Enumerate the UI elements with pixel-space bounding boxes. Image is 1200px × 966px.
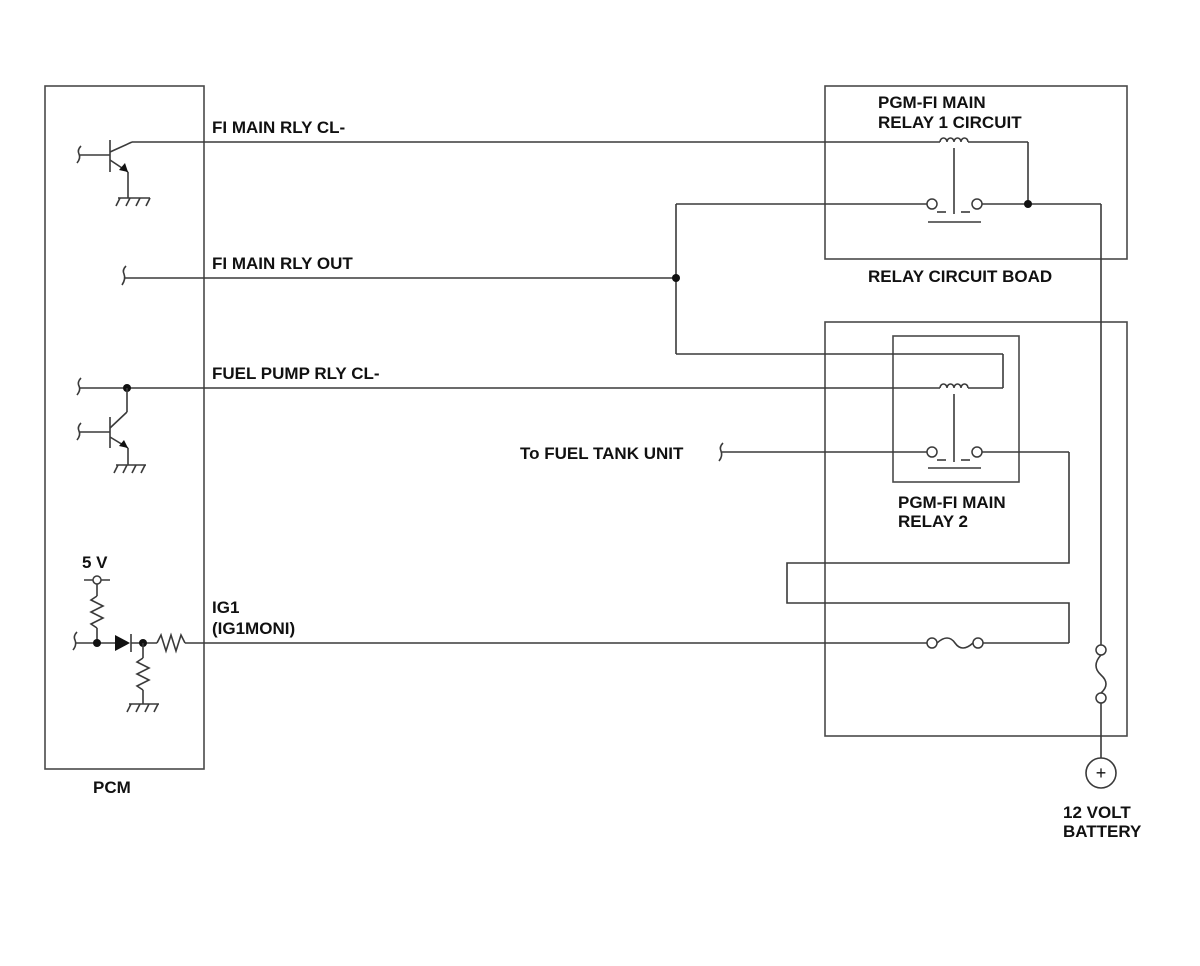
relay1-switch bbox=[676, 198, 1101, 223]
pin-label-ig1moni: (IG1MONI) bbox=[212, 619, 295, 638]
pin-label-fi-main-rly-cl: FI MAIN RLY CL- bbox=[212, 118, 345, 137]
wire-fi-main-rly-cl bbox=[204, 137, 1029, 214]
wire-fuel-pump-rly-cl bbox=[204, 383, 1003, 462]
relay2-box bbox=[892, 335, 1020, 483]
relay1-title-line1: PGM-FI MAIN bbox=[878, 93, 986, 112]
wire-ig1 bbox=[204, 637, 1069, 649]
five-volt-label: 5 V bbox=[82, 553, 108, 572]
relay-board-label: RELAY CIRCUIT BOAD bbox=[868, 267, 1052, 286]
relay1-title-line2: RELAY 1 CIRCUIT bbox=[878, 113, 1022, 132]
relay2-title-line2: RELAY 2 bbox=[898, 512, 968, 531]
relay2-title-line1: PGM-FI MAIN bbox=[898, 493, 1006, 512]
battery-label-line1: 12 VOLT bbox=[1063, 803, 1131, 822]
relay-circuit-board-box bbox=[824, 321, 1128, 737]
pin-label-fi-main-rly-out: FI MAIN RLY OUT bbox=[212, 254, 353, 273]
fuel-tank-label: To FUEL TANK UNIT bbox=[520, 444, 684, 463]
pcm-ig1-monitor-circuit bbox=[72, 575, 204, 713]
pin-label-ig1: IG1 bbox=[212, 598, 239, 617]
battery-plus-sign: + bbox=[1096, 763, 1107, 783]
pcm-box bbox=[44, 85, 205, 770]
pcm-transistor-2 bbox=[76, 377, 204, 474]
relay1-circuit-box bbox=[824, 85, 1128, 260]
pcm-transistor-1 bbox=[76, 140, 204, 207]
pcm-pin-fi-main-rly-out bbox=[121, 265, 204, 286]
battery-label-line2: BATTERY bbox=[1063, 822, 1142, 841]
relay2-switch bbox=[718, 442, 1070, 643]
pcm-label: PCM bbox=[93, 778, 131, 797]
pin-label-fuel-pump-rly-cl: FUEL PUMP RLY CL- bbox=[212, 364, 380, 383]
wire-battery bbox=[1085, 204, 1117, 789]
wire-fi-main-rly-out bbox=[204, 204, 1004, 388]
battery-symbol bbox=[1085, 757, 1117, 789]
